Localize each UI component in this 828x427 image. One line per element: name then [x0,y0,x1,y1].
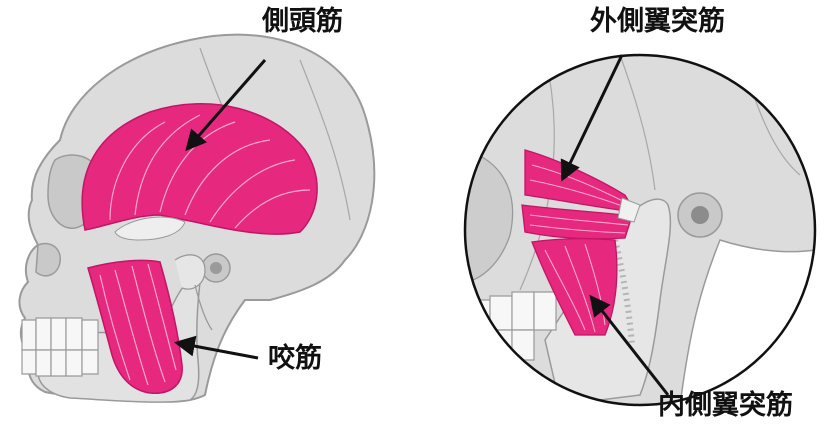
masseter-label: 咬筋 [268,345,322,372]
zoom-detail [465,55,815,405]
temporalis-label: 側頭筋 [262,8,343,35]
nasal-cavity [36,244,60,276]
lateral-pterygoid-label: 外側翼突筋 [590,8,725,35]
teeth [22,318,98,376]
medial-pterygoid-label: 内側翼突筋 [658,392,793,419]
